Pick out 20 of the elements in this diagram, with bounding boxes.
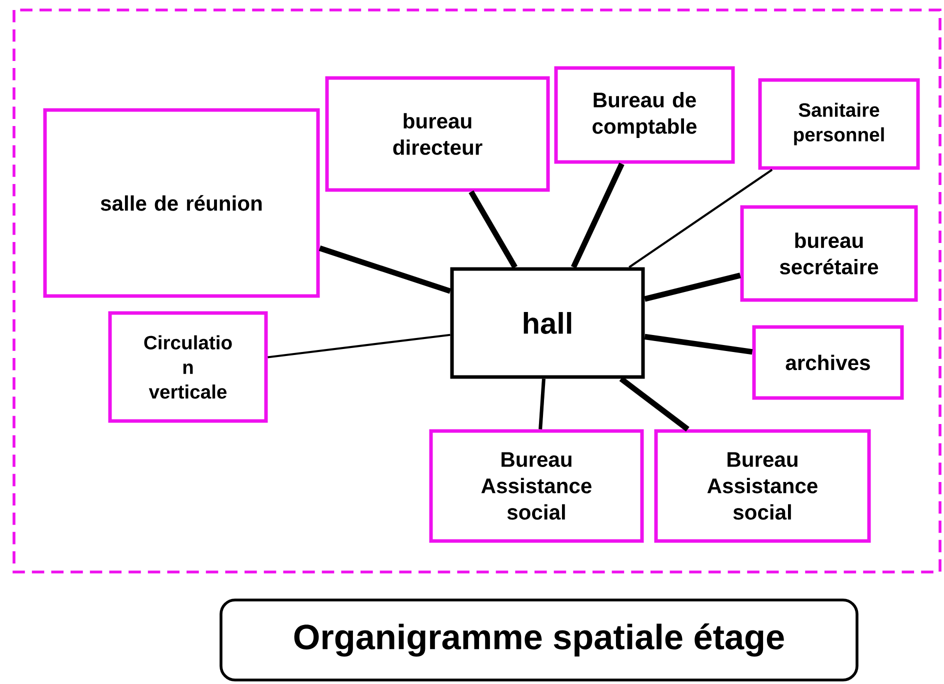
connector-line — [644, 272, 741, 302]
connector-line — [318, 246, 452, 294]
room-box: Circulatio n verticale — [108, 311, 268, 423]
connector-line — [644, 334, 753, 355]
room-box: archives — [752, 325, 904, 400]
title-box: Organigramme spatiale étage — [220, 598, 858, 682]
connector-line — [268, 334, 450, 358]
room-box: salle de réunion — [43, 108, 320, 298]
connector-line — [538, 378, 546, 430]
room-box: Bureau Assistance social — [654, 429, 871, 543]
connector-line — [628, 168, 773, 268]
connector-line — [619, 376, 690, 432]
room-box: Bureau Assistance social — [429, 429, 644, 543]
room-box: bureau directeur — [325, 76, 550, 192]
connector-line — [468, 190, 518, 269]
room-box: bureau secrétaire — [740, 205, 918, 302]
hall-box: hall — [450, 267, 645, 379]
connector-line — [570, 162, 624, 268]
room-box: Sanitaire personnel — [758, 78, 920, 170]
room-box: Bureau de comptable — [554, 66, 735, 164]
